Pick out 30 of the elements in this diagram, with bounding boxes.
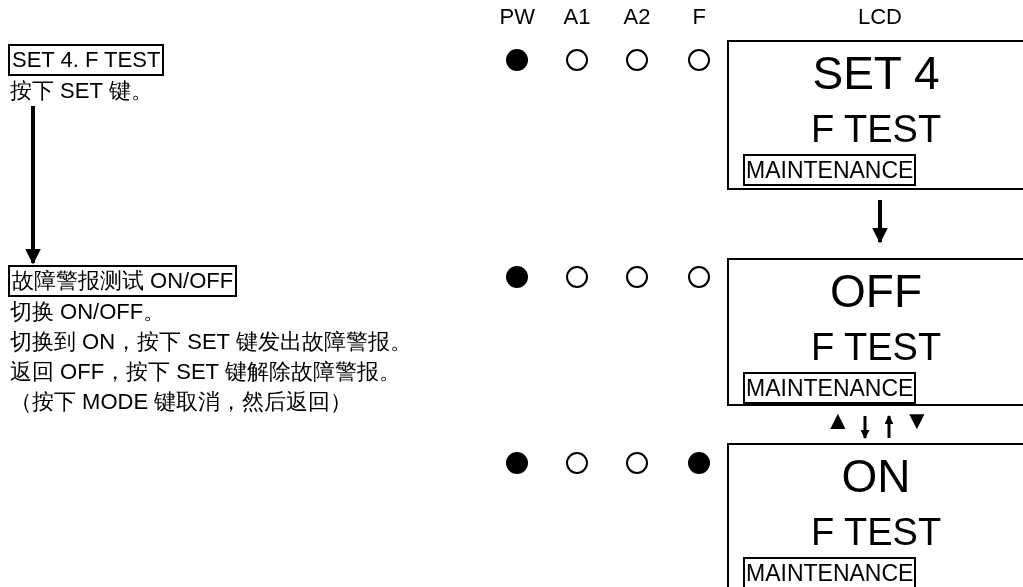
arrow xyxy=(25,106,41,265)
instruction-text: 按下 SET 键。 xyxy=(9,77,154,105)
lcd-sub-text: F TEST xyxy=(809,326,943,368)
arrow xyxy=(860,416,870,439)
instruction-text: （按下 MODE 键取消，然后返回） xyxy=(9,388,354,416)
step-heading: 故障警报测试 ON/OFF xyxy=(8,265,238,297)
key-symbol: ▼ xyxy=(904,408,930,432)
mode-indicator: MAINTENANCE xyxy=(743,372,917,404)
lcd-display xyxy=(727,443,1023,587)
instruction-text: 切换 ON/OFF。 xyxy=(9,298,167,326)
lcd-main-text: ON xyxy=(840,451,912,501)
key-symbol: ▲ xyxy=(825,408,851,432)
column-header: PW xyxy=(499,4,535,30)
lcd-main-text: SET 4 xyxy=(811,48,941,98)
arrow xyxy=(884,415,894,438)
lcd-sub-text: F TEST xyxy=(809,511,943,553)
arrow xyxy=(872,200,888,244)
column-header: LCD xyxy=(858,4,902,30)
instruction-text: 切换到 ON，按下 SET 键发出故障警报。 xyxy=(9,328,412,356)
lcd-main-text: OFF xyxy=(829,266,923,316)
step-heading: SET 4. F TEST xyxy=(8,44,165,76)
mode-indicator: MAINTENANCE xyxy=(743,154,917,186)
lcd-sub-text: F TEST xyxy=(809,108,943,150)
column-header: A2 xyxy=(623,4,651,30)
lcd-display xyxy=(727,258,1023,406)
column-header: A1 xyxy=(563,4,591,30)
mode-indicator: MAINTENANCE xyxy=(743,557,917,587)
column-header: F xyxy=(692,4,706,30)
lcd-display xyxy=(727,40,1023,190)
instruction-text: 返回 OFF，按下 SET 键解除故障警报。 xyxy=(9,358,402,386)
